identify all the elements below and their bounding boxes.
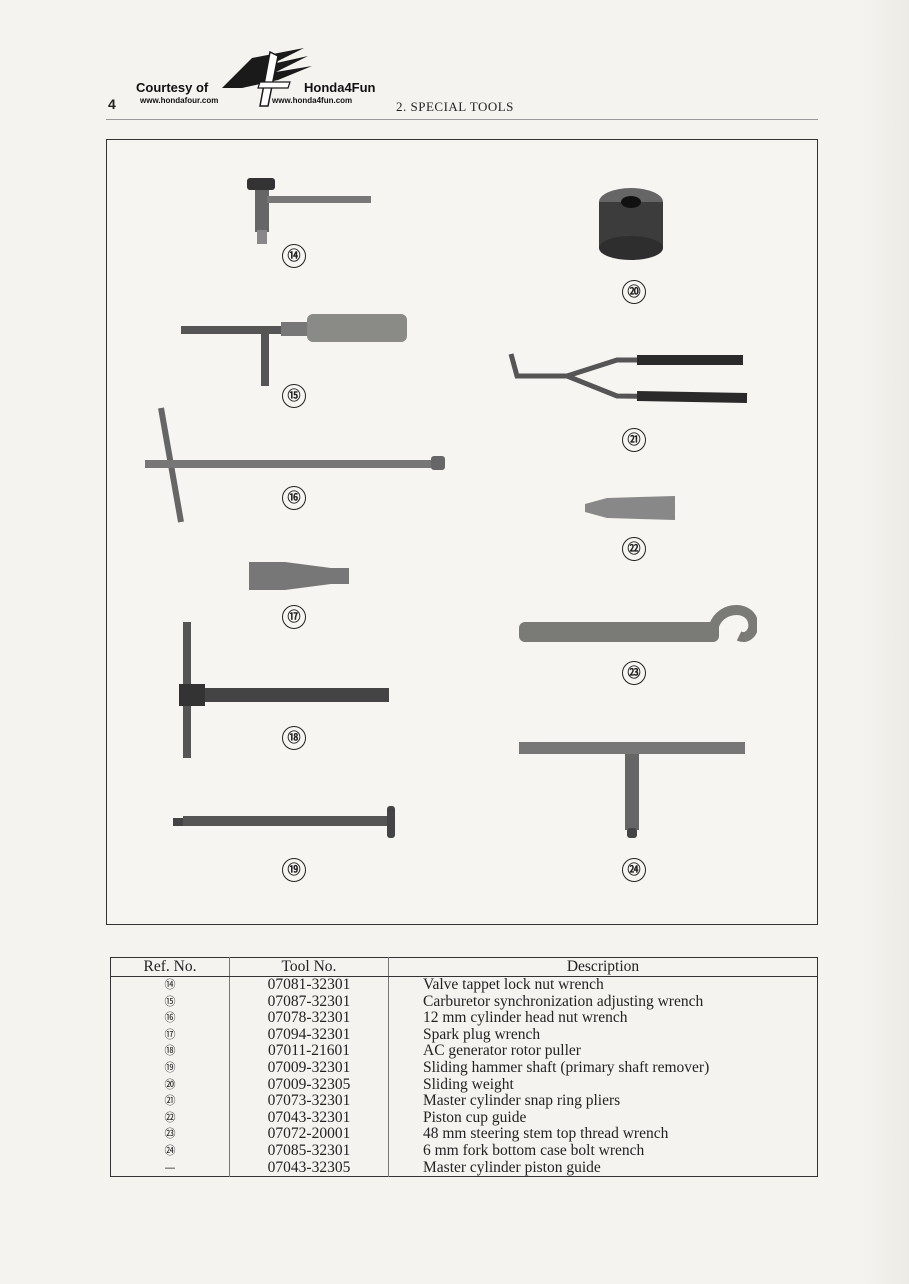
valve-tappet-wrench-illustration (247, 178, 371, 244)
header-ref-no: Ref. No. (110, 957, 230, 977)
tool-number-cell: 07085-32301 (229, 1142, 389, 1160)
tools-figure: ⑭ ⑮ ⑯ ⑰ ⑱ ⑲ ⑳ (106, 139, 818, 925)
callout-19: ⑲ (282, 858, 306, 882)
page-number: 4 (108, 96, 116, 112)
callout-15: ⑮ (282, 384, 306, 408)
logo-url-left: www.hondafour.com (140, 96, 219, 105)
callout-20: ⑳ (622, 280, 646, 304)
description-cell: 6 mm fork bottom case bolt wrench (388, 1142, 818, 1160)
tool-number-cell: 07009-32301 (229, 1059, 389, 1077)
rotor-puller-illustration (179, 622, 389, 758)
wing-logo-icon (222, 48, 312, 107)
tool-number-cell: 07011-21601 (229, 1043, 389, 1060)
ref-cell: ㉒ (164, 1110, 176, 1124)
page-edge-shading (863, 0, 909, 1284)
description-cell: Sliding hammer shaft (primary shaft remo… (388, 1059, 818, 1077)
sliding-hammer-shaft-illustration (173, 806, 395, 838)
description-cell: Master cylinder snap ring pliers (388, 1093, 818, 1110)
steering-stem-wrench-illustration (519, 605, 757, 642)
description-cell: AC generator rotor puller (388, 1043, 818, 1060)
ref-cell: ⑭ (164, 978, 176, 991)
callout-17: ⑰ (282, 605, 306, 629)
callout-23: ㉓ (622, 661, 646, 685)
callout-24: ㉔ (622, 858, 646, 882)
ref-cell: ㉓ (164, 1127, 176, 1141)
cylinder-head-wrench-illustration (145, 407, 445, 523)
table-header-row: Ref. No. Tool No. Description (110, 957, 818, 977)
description-cell: 48 mm steering stem top thread wrench (388, 1126, 818, 1143)
callout-18: ⑱ (282, 726, 306, 750)
section-title: 2. SPECIAL TOOLS (396, 99, 514, 114)
tool-number-cell: 07073-32301 (229, 1093, 389, 1110)
ref-cell: ㉔ (164, 1143, 176, 1157)
description-cell: Valve tappet lock nut wrench (388, 976, 818, 994)
callout-22: ㉒ (622, 537, 646, 561)
logo-url-right: www.honda4fun.com (272, 96, 353, 105)
header-rule (106, 119, 818, 120)
tool-number-cell: 07043-32301 (229, 1109, 389, 1127)
callout-21: ㉑ (622, 428, 646, 452)
description-cell: Carburetor synchronization adjusting wre… (388, 993, 818, 1011)
honda4fun-logo: Courtesy of Honda4Fun www.hondafour.com … (132, 42, 392, 112)
ref-cell: ⑲ (164, 1060, 176, 1074)
spark-plug-wrench-illustration (249, 562, 349, 590)
tool-number-cell: 07009-32305 (229, 1076, 389, 1094)
fork-bolt-wrench-illustration (519, 742, 745, 838)
description-cell: 12 mm cylinder head nut wrench (388, 1010, 818, 1027)
tool-number-cell: 07078-32301 (229, 1010, 389, 1027)
ref-cell: ⑮ (164, 994, 176, 1008)
ref-cell: ⑳ (164, 1077, 176, 1091)
carburetor-wrench-illustration (181, 314, 407, 386)
header-description: Description (388, 957, 818, 977)
ref-cell: ⑰ (164, 1027, 176, 1041)
description-cell: Sliding weight (388, 1076, 818, 1094)
logo-brand-text: Honda4Fun (304, 80, 376, 95)
header-tool-no: Tool No. (229, 957, 389, 977)
description-cell: Spark plug wrench (388, 1026, 818, 1044)
tool-number-cell: 07087-32301 (229, 993, 389, 1011)
special-tools-table: Ref. No. Tool No. Description ⑭ 07081-323… (110, 957, 818, 1178)
snap-ring-pliers-illustration (508, 353, 748, 403)
ref-cell: — (164, 1160, 176, 1174)
ref-cell: ⑱ (164, 1044, 176, 1058)
tool-number-cell: 07043-32305 (229, 1159, 389, 1177)
sliding-weight-illustration (599, 188, 663, 260)
tool-number-cell: 07072-20001 (229, 1126, 389, 1143)
ref-cell: ㉑ (164, 1094, 176, 1108)
callout-14: ⑭ (282, 244, 306, 268)
tool-number-cell: 07081-32301 (229, 976, 389, 994)
callout-16: ⑯ (282, 486, 306, 510)
ref-cell: ⑯ (164, 1011, 176, 1025)
logo-courtesy-text: Courtesy of (136, 80, 209, 95)
tool-number-cell: 07094-32301 (229, 1026, 389, 1044)
piston-cup-guide-illustration (585, 496, 675, 520)
description-cell: Piston cup guide (388, 1109, 818, 1127)
description-cell: Master cylinder piston guide (388, 1159, 818, 1177)
